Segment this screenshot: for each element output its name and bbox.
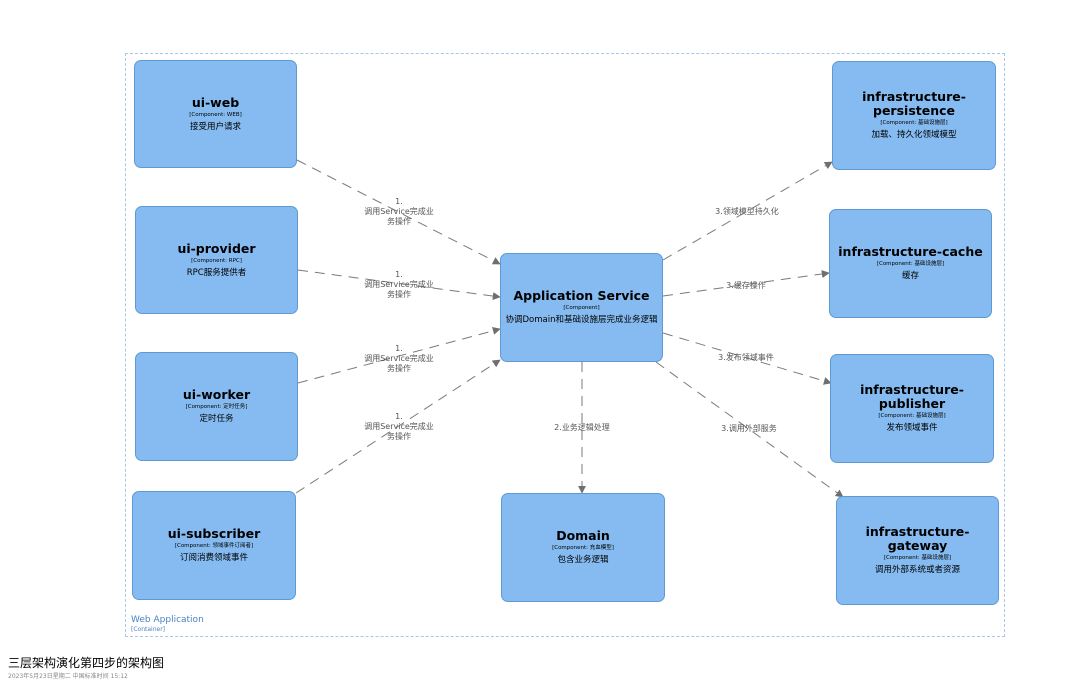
node-description: 缓存 xyxy=(901,271,919,281)
web-application-boundary xyxy=(125,53,1005,637)
edge-label-app-cache: 3.缓存操作 xyxy=(726,281,766,290)
edge-subscriber-app xyxy=(295,359,501,494)
edge-web-app xyxy=(296,159,501,265)
edge-label-web-app: 1. 调用Service完成业 务操作 xyxy=(364,197,434,226)
diagram-timestamp: 2023年5月23日星期二 中国标准时间 15:12 xyxy=(8,673,128,680)
node-name: ui-subscriber xyxy=(167,526,261,541)
edge-app-cache xyxy=(662,270,830,297)
node-name: infrastructure-publisher xyxy=(860,382,964,411)
node-description: 订阅消费领域事件 xyxy=(179,553,248,563)
node-name: ui-web xyxy=(191,94,240,110)
node-description: 发布领域事件 xyxy=(886,423,938,433)
edge-label-app-persistence: 3.领域模型持久化 xyxy=(715,207,779,216)
node-name: Domain xyxy=(556,528,610,543)
node-description: 协调Domain和基础设施层完成业务逻辑 xyxy=(505,315,658,325)
node-description: 调用外部系统或者资源 xyxy=(874,565,960,575)
edge-worker-app xyxy=(297,326,501,384)
node-type: [Component: 基础设施层] xyxy=(880,120,948,126)
node-type: [Component: 充血模型] xyxy=(552,545,614,551)
node-type: [Component] xyxy=(563,305,600,311)
node-type: [Component: 基础设施层] xyxy=(876,261,945,267)
edge-app-persistence xyxy=(662,161,833,261)
node-infrastructure-cache[interactable]: infrastructure-cache [Component: 基础设施层] … xyxy=(829,209,992,318)
node-infrastructure-publisher[interactable]: infrastructure-publisher [Component: 基础设… xyxy=(830,354,994,463)
node-type: [Component: 基础设施层] xyxy=(878,413,946,419)
edge-label-provider-app: 1. 调用Service完成业 务操作 xyxy=(364,270,434,299)
node-name: ui-worker xyxy=(182,387,251,402)
node-application-service[interactable]: Application Service [Component] 协调Domain… xyxy=(500,253,663,362)
node-ui-worker[interactable]: ui-worker [Component: 定时任务] 定时任务 xyxy=(135,352,298,461)
node-type: [Component: 领域事件订阅者] xyxy=(174,543,254,549)
edge-label-app-gateway: 3.调用外部服务 xyxy=(721,424,777,433)
node-description: 包含业务逻辑 xyxy=(557,555,609,565)
edge-label-app-domain: 2.业务逻辑处理 xyxy=(554,423,610,432)
node-description: 加载、持久化领域模型 xyxy=(871,130,957,140)
edge-label-worker-app: 1. 调用Service完成业 务操作 xyxy=(364,344,434,373)
node-domain[interactable]: Domain [Component: 充血模型] 包含业务逻辑 xyxy=(501,493,665,602)
node-description: 定时任务 xyxy=(199,414,234,424)
node-type: [Component: 基础设施层] xyxy=(883,555,952,561)
node-ui-subscriber[interactable]: ui-subscriber [Component: 领域事件订阅者] 订阅消费领… xyxy=(132,491,296,600)
boundary-type: [Container] xyxy=(131,626,166,633)
node-type: [Component: RPC] xyxy=(191,257,242,264)
node-type: [Component: WEB] xyxy=(189,111,242,118)
node-ui-provider[interactable]: ui-provider [Component: RPC] RPC服务提供者 xyxy=(135,206,298,314)
node-description: 接受用户请求 xyxy=(189,121,241,132)
node-infrastructure-gateway[interactable]: infrastructure-gateway [Component: 基础设施层… xyxy=(836,496,999,605)
node-name: infrastructure-cache xyxy=(838,244,983,259)
boundary-label: Web Application xyxy=(131,615,204,625)
node-type: [Component: 定时任务] xyxy=(185,404,248,410)
edge-label-subscriber-app: 1. 调用Service完成业 务操作 xyxy=(364,412,434,441)
node-ui-web[interactable]: ui-web [Component: WEB] 接受用户请求 xyxy=(134,60,297,168)
edge-app-publisher xyxy=(662,332,832,385)
node-infrastructure-persistence[interactable]: infrastructure-persistence [Component: 基… xyxy=(832,61,996,170)
node-name: ui-provider xyxy=(177,240,256,256)
diagram-title: 三层架构演化第四步的架构图 xyxy=(8,656,165,670)
edge-app-gateway xyxy=(655,361,844,498)
edge-label-app-publisher: 3.发布领域事件 xyxy=(718,353,774,362)
node-name: infrastructure-persistence xyxy=(862,89,966,118)
node-name: Application Service xyxy=(513,288,650,303)
node-name: infrastructure-gateway xyxy=(865,524,970,553)
node-description: RPC服务提供者 xyxy=(186,267,247,278)
